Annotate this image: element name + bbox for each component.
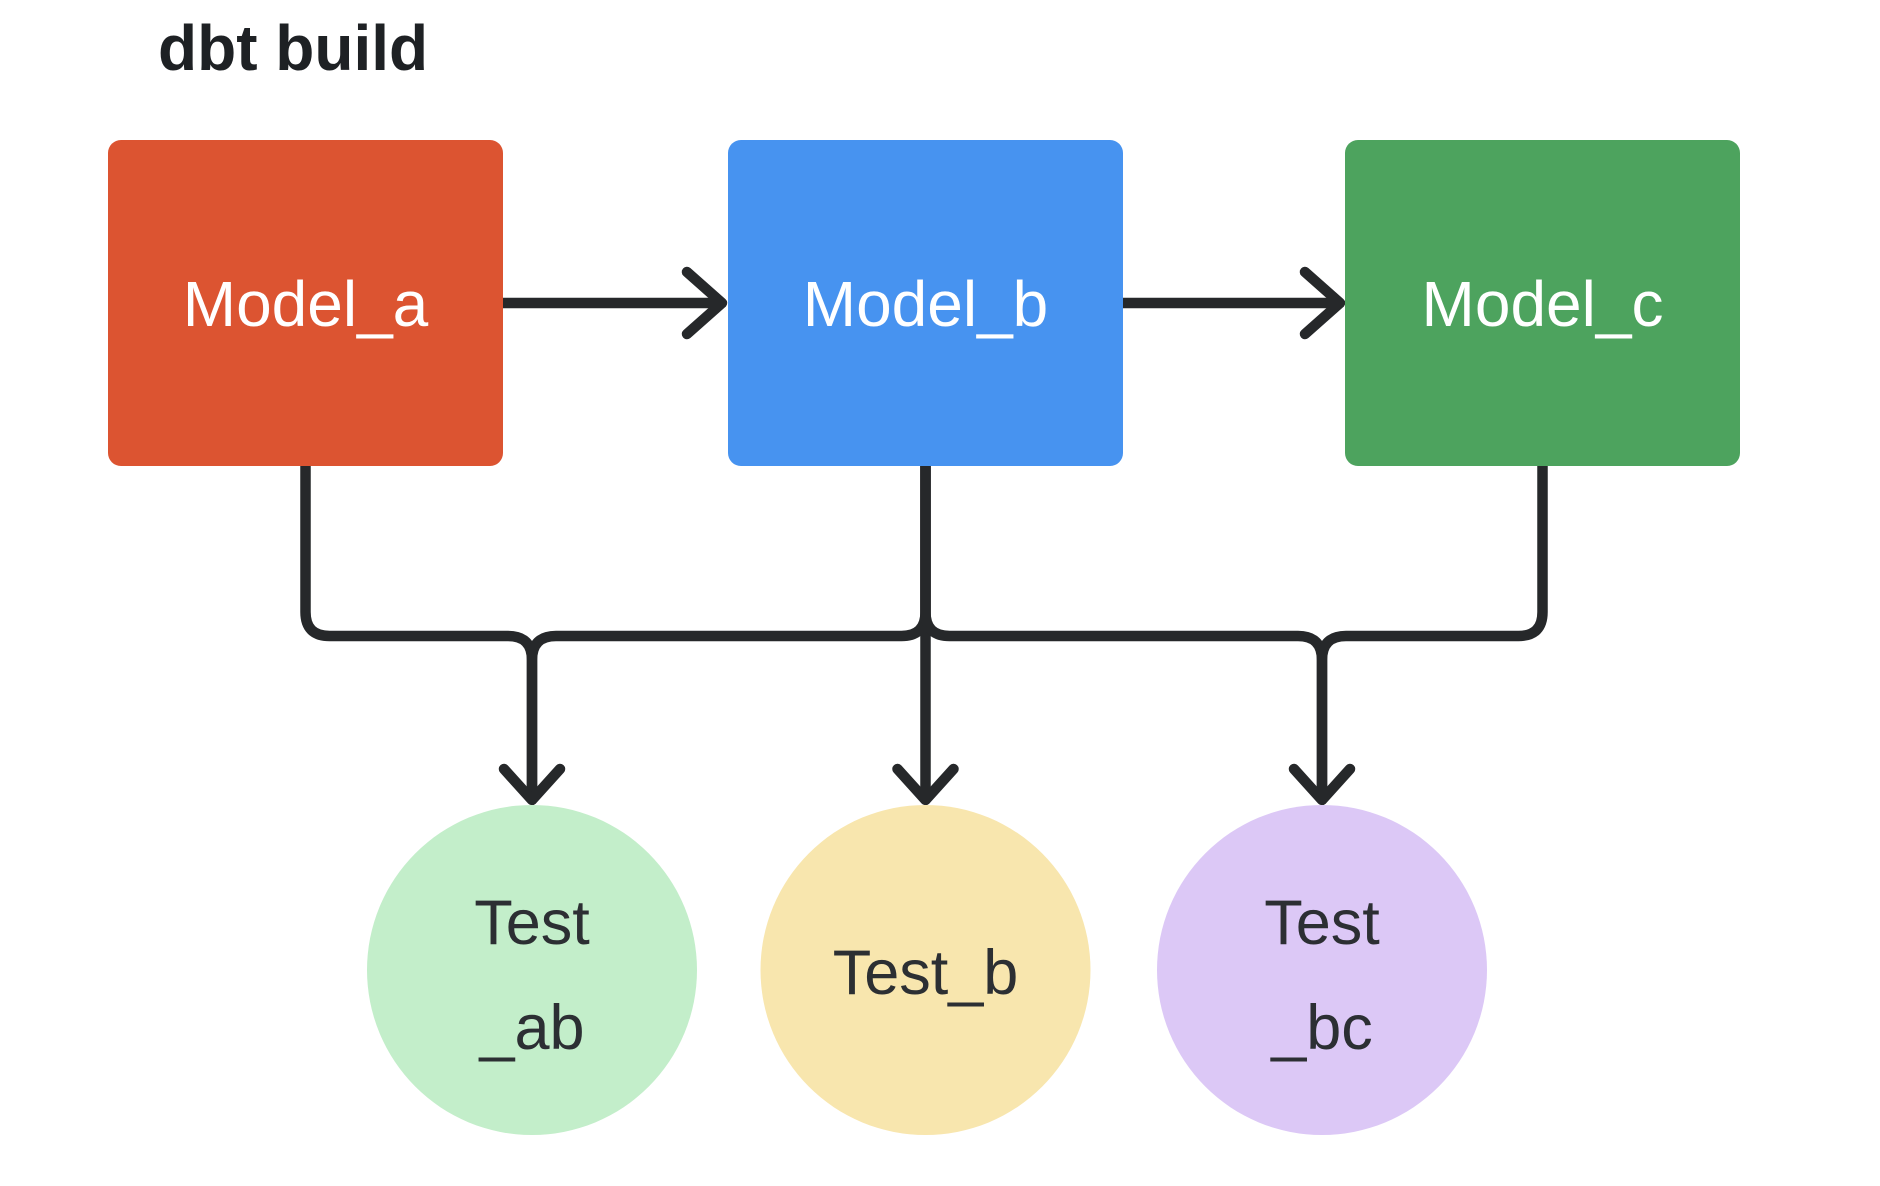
model-c-label: Model_c xyxy=(1422,268,1664,340)
model-a-label: Model_a xyxy=(183,268,429,340)
diagram-title: dbt build xyxy=(158,12,428,84)
test-ab-shape[interactable] xyxy=(367,805,697,1135)
test-ab-label-line2: _ab xyxy=(478,993,584,1063)
test-ab-label-line1: Test xyxy=(474,888,590,958)
test-ab-node: Test _ab xyxy=(367,805,697,1135)
test-bc-shape[interactable] xyxy=(1157,805,1487,1135)
model-b-node: Model_b xyxy=(728,140,1123,466)
test-b-shape[interactable] xyxy=(760,805,1091,1135)
test-bc-label-line2: _bc xyxy=(1270,993,1373,1063)
model-nodes: Model_a Model_b Model_c xyxy=(108,140,1740,466)
model-c-shape[interactable] xyxy=(1345,140,1740,466)
model-a-shape[interactable] xyxy=(108,140,503,466)
test-b-label: Test_b xyxy=(833,938,1019,1008)
arrowhead-test-ab-icon xyxy=(498,763,566,806)
test-bc-label-line1: Test xyxy=(1264,888,1380,958)
test-bc-node: Test _bc xyxy=(1157,805,1487,1135)
edge-layer xyxy=(300,266,1548,806)
model-b-shape[interactable] xyxy=(728,140,1123,466)
model-a-node: Model_a xyxy=(108,140,503,466)
edge-model-c-to-test-bc xyxy=(1316,460,1548,802)
arrowhead-model-c-icon xyxy=(1299,266,1346,340)
test-nodes: Test _ab Test_b Test _bc xyxy=(367,805,1487,1135)
arrowhead-test-bc-icon xyxy=(1288,763,1356,806)
arrowhead-test-b-icon xyxy=(892,763,959,806)
model-c-node: Model_c xyxy=(1345,140,1740,466)
model-b-label: Model_b xyxy=(803,268,1049,340)
test-b-node: Test_b xyxy=(760,805,1091,1135)
arrowhead-model-b-icon xyxy=(681,266,728,340)
